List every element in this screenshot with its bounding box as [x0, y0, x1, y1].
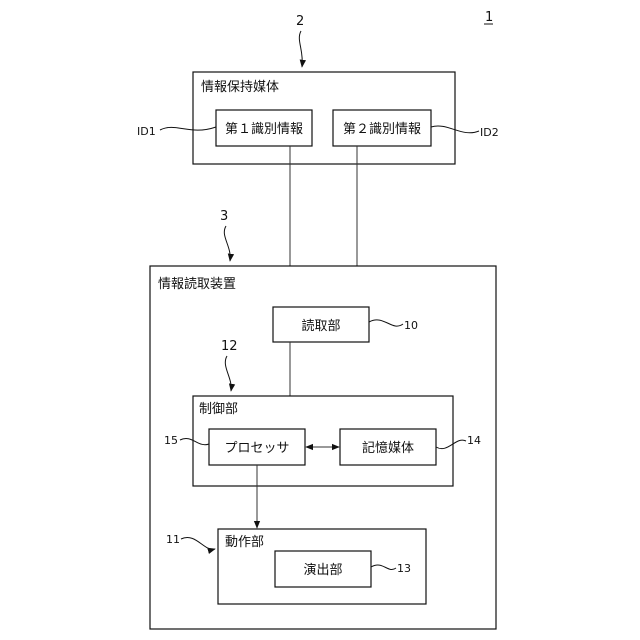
operation-ref: 11 [166, 533, 180, 546]
first-id-label: 第１識別情報 [225, 122, 303, 137]
id2-ref: ID2 [480, 126, 499, 139]
effect-ref: 13 [397, 562, 411, 575]
id1-ref: ID1 [137, 125, 156, 138]
effect-label: 演出部 [303, 562, 342, 578]
control-title: 制御部 [199, 402, 238, 417]
device-ref-leader [224, 226, 230, 261]
device-title: 情報読取装置 [158, 276, 236, 292]
second-id-label: 第２識別情報 [343, 122, 421, 137]
device-ref: 3 [220, 209, 228, 224]
reader-ref: 10 [404, 319, 418, 332]
storage-ref: 14 [467, 434, 481, 447]
processor-label: プロセッサ [224, 441, 289, 456]
medium-title: 情報保持媒体 [201, 80, 279, 95]
control-ref: 12 [221, 339, 238, 354]
medium-ref: 2 [296, 14, 304, 29]
medium-ref-leader [299, 31, 302, 67]
storage-label: 記憶媒体 [362, 440, 414, 456]
processor-ref: 15 [164, 434, 178, 447]
operation-title: 動作部 [225, 535, 264, 550]
reader-label: 読取部 [301, 318, 340, 334]
figure-number: 1 [485, 10, 493, 25]
